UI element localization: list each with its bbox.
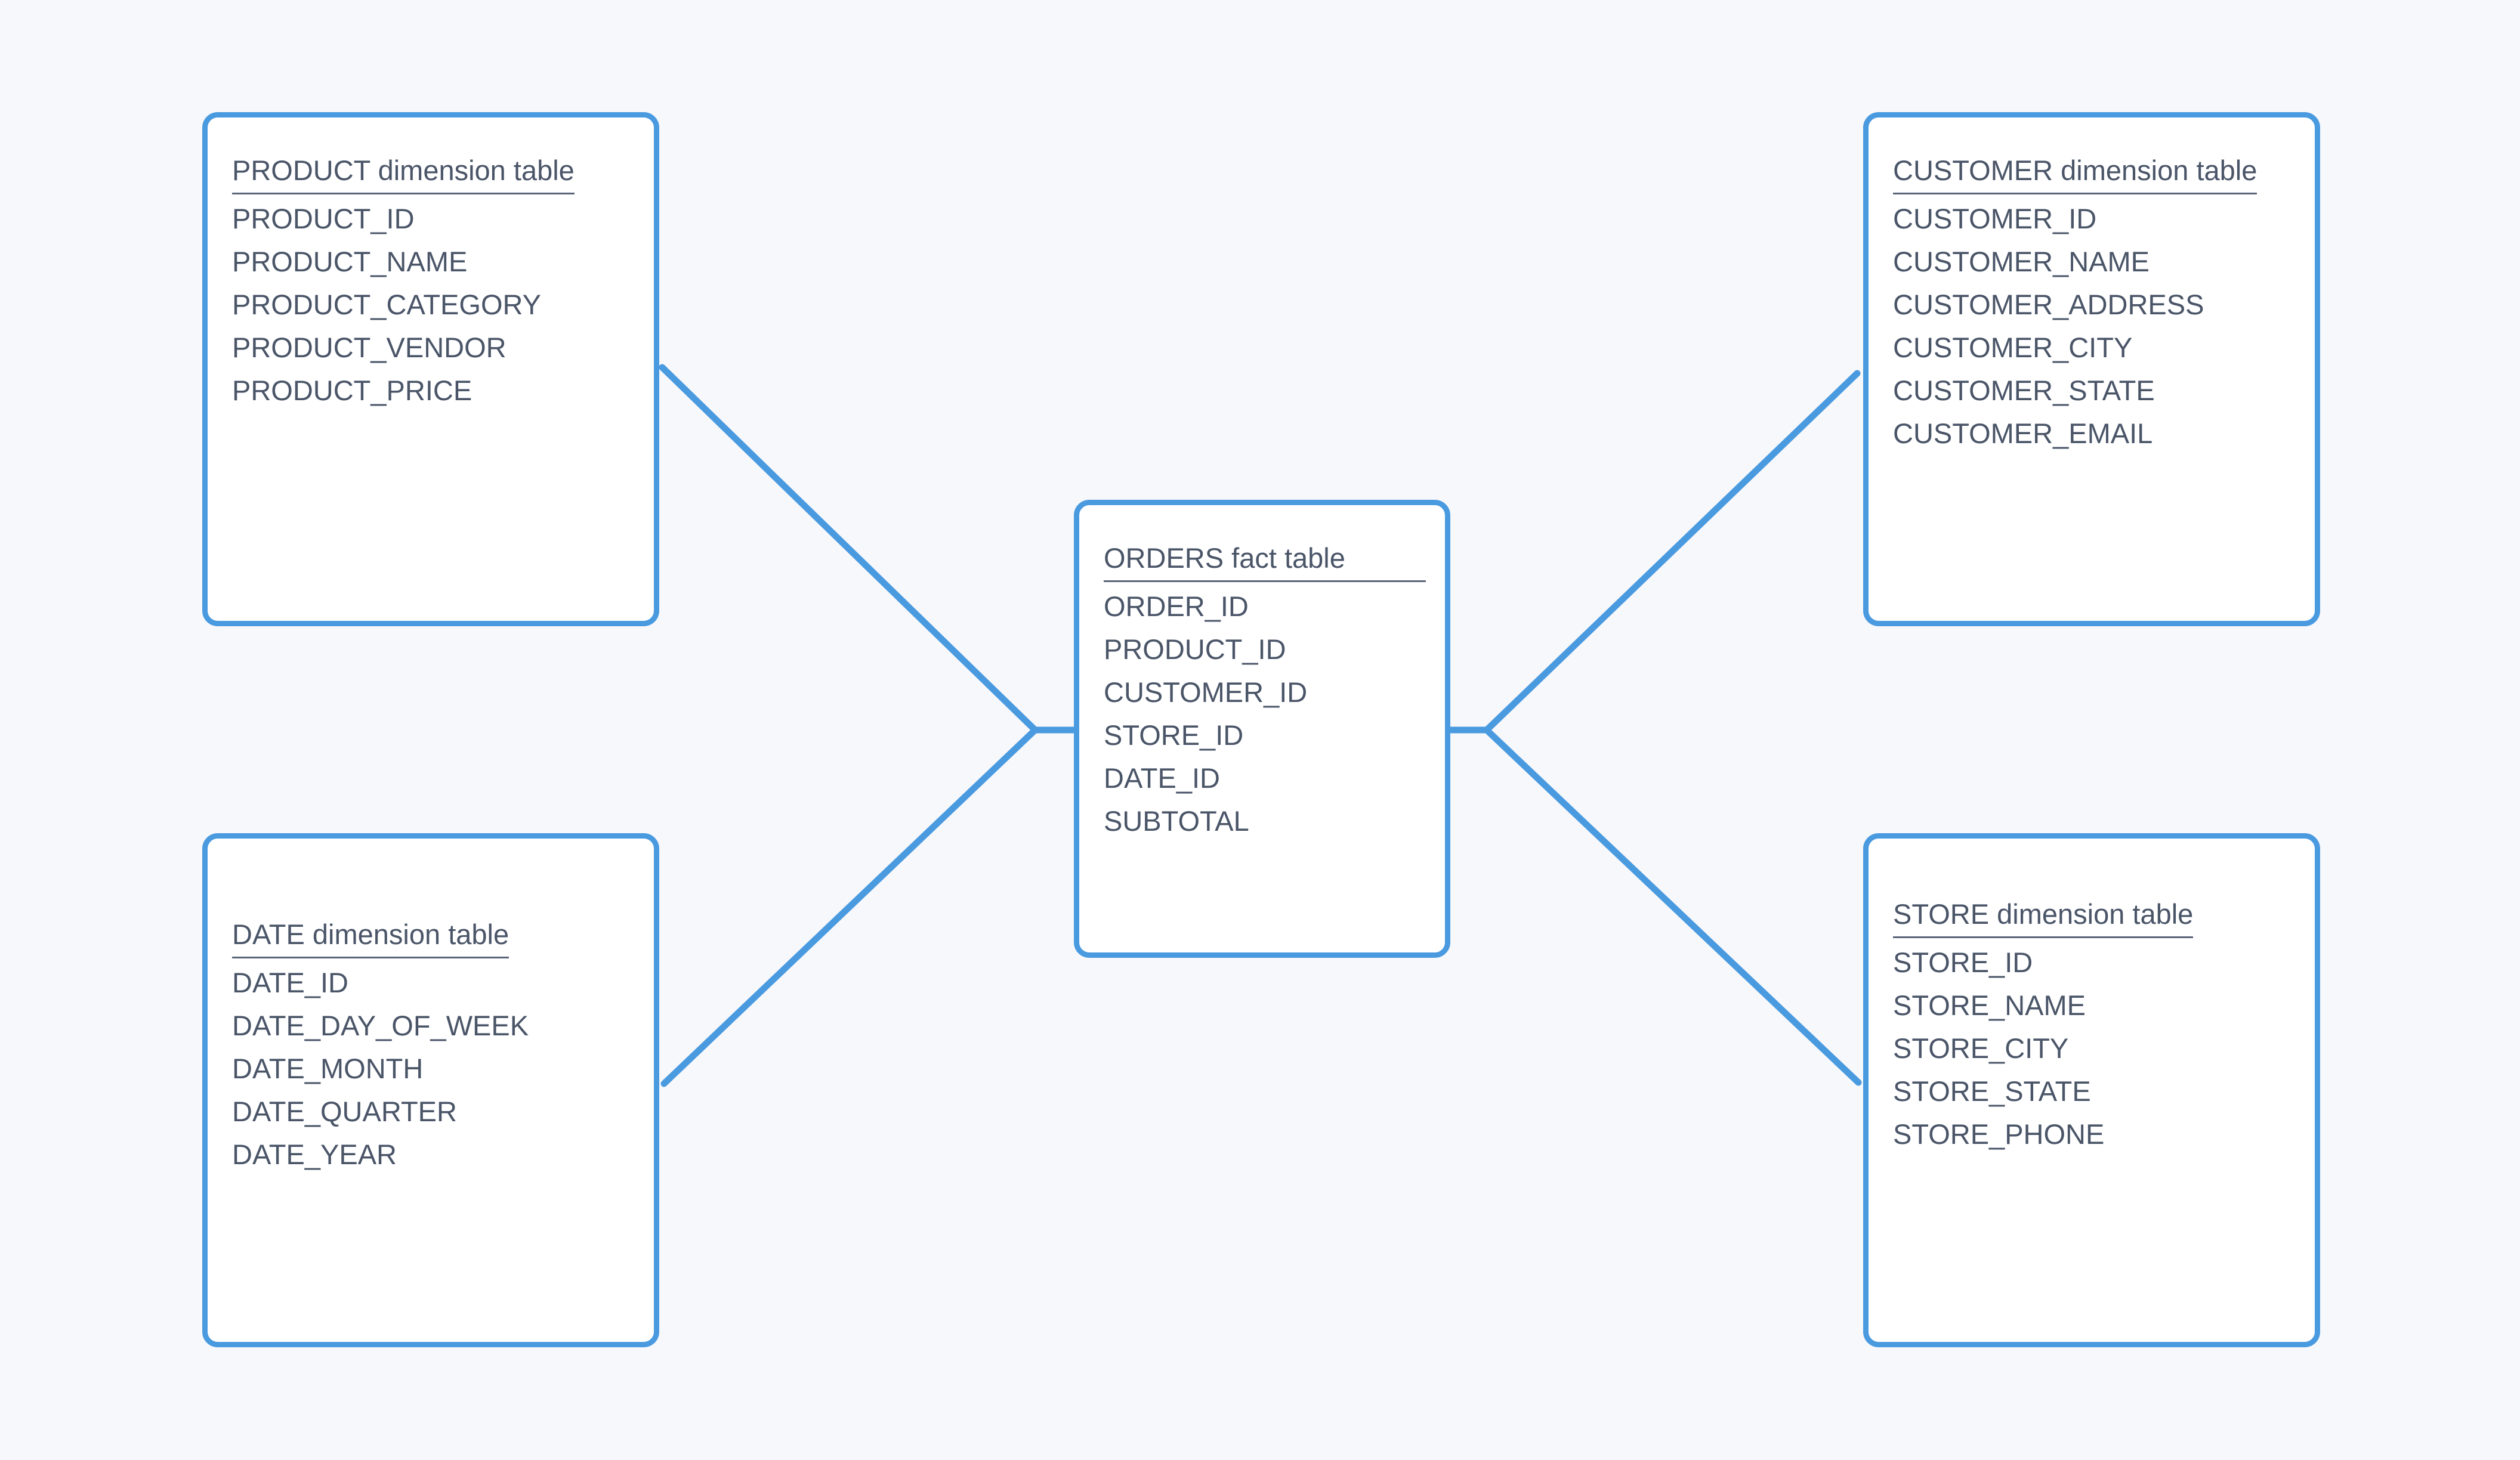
entity-date-dimension-table[interactable]: DATE dimension table DATE_ID DATE_DAY_OF… [202,833,659,1347]
field-store-2: STORE_CITY [1893,1032,2069,1064]
field-store-4: STORE_PHONE [1893,1118,2105,1150]
entity-title-customer: CUSTOMER dimension table [1893,152,2258,194]
connector-store-orders [1483,726,1862,1086]
field-customer-5: CUSTOMER_EMAIL [1893,417,2153,449]
field-customer-1: CUSTOMER_NAME [1893,246,2150,277]
field-orders-5: SUBTOTAL [1104,805,1249,837]
field-orders-1: PRODUCT_ID [1104,633,1286,665]
connector-product-orders [659,364,1039,734]
field-store-1: STORE_NAME [1893,989,2086,1021]
entity-title-date: DATE dimension table [232,916,509,958]
field-date-2: DATE_MONTH [232,1053,424,1084]
field-orders-2: CUSTOMER_ID [1104,676,1308,708]
field-orders-4: DATE_ID [1104,762,1220,794]
field-date-0: DATE_ID [232,967,348,998]
entity-orders-fact-table[interactable]: ORDERS fact table ORDER_ID PRODUCT_ID CU… [1074,500,1450,958]
field-orders-3: STORE_ID [1104,719,1244,751]
connector-customer-orders [1483,370,1861,734]
field-customer-2: CUSTOMER_ADDRESS [1893,289,2204,320]
entity-title-product: PRODUCT dimension table [232,152,575,194]
field-date-4: DATE_YEAR [232,1139,397,1170]
field-product-2: PRODUCT_CATEGORY [232,289,541,320]
field-orders-0: ORDER_ID [1104,590,1249,622]
entity-product-dimension-table[interactable]: PRODUCT dimension table PRODUCT_ID PRODU… [202,112,659,626]
field-product-0: PRODUCT_ID [232,203,415,234]
entity-title-store: STORE dimension table [1893,896,2194,938]
field-date-1: DATE_DAY_OF_WEEK [232,1010,529,1041]
field-product-1: PRODUCT_NAME [232,246,468,277]
field-product-3: PRODUCT_VENDOR [232,332,507,363]
entity-store-dimension-table[interactable]: STORE dimension table STORE_ID STORE_NAM… [1863,833,2320,1347]
connector-date-orders [660,726,1039,1087]
field-customer-3: CUSTOMER_CITY [1893,332,2133,363]
field-date-3: DATE_QUARTER [232,1096,457,1127]
field-store-0: STORE_ID [1893,946,2033,978]
entity-title-orders: ORDERS fact table [1104,540,1426,582]
field-customer-4: CUSTOMER_STATE [1893,375,2155,406]
field-customer-0: CUSTOMER_ID [1893,203,2097,234]
field-store-3: STORE_STATE [1893,1075,2091,1107]
field-product-4: PRODUCT_PRICE [232,375,472,406]
entity-customer-dimension-table[interactable]: CUSTOMER dimension table CUSTOMER_ID CUS… [1863,112,2320,626]
